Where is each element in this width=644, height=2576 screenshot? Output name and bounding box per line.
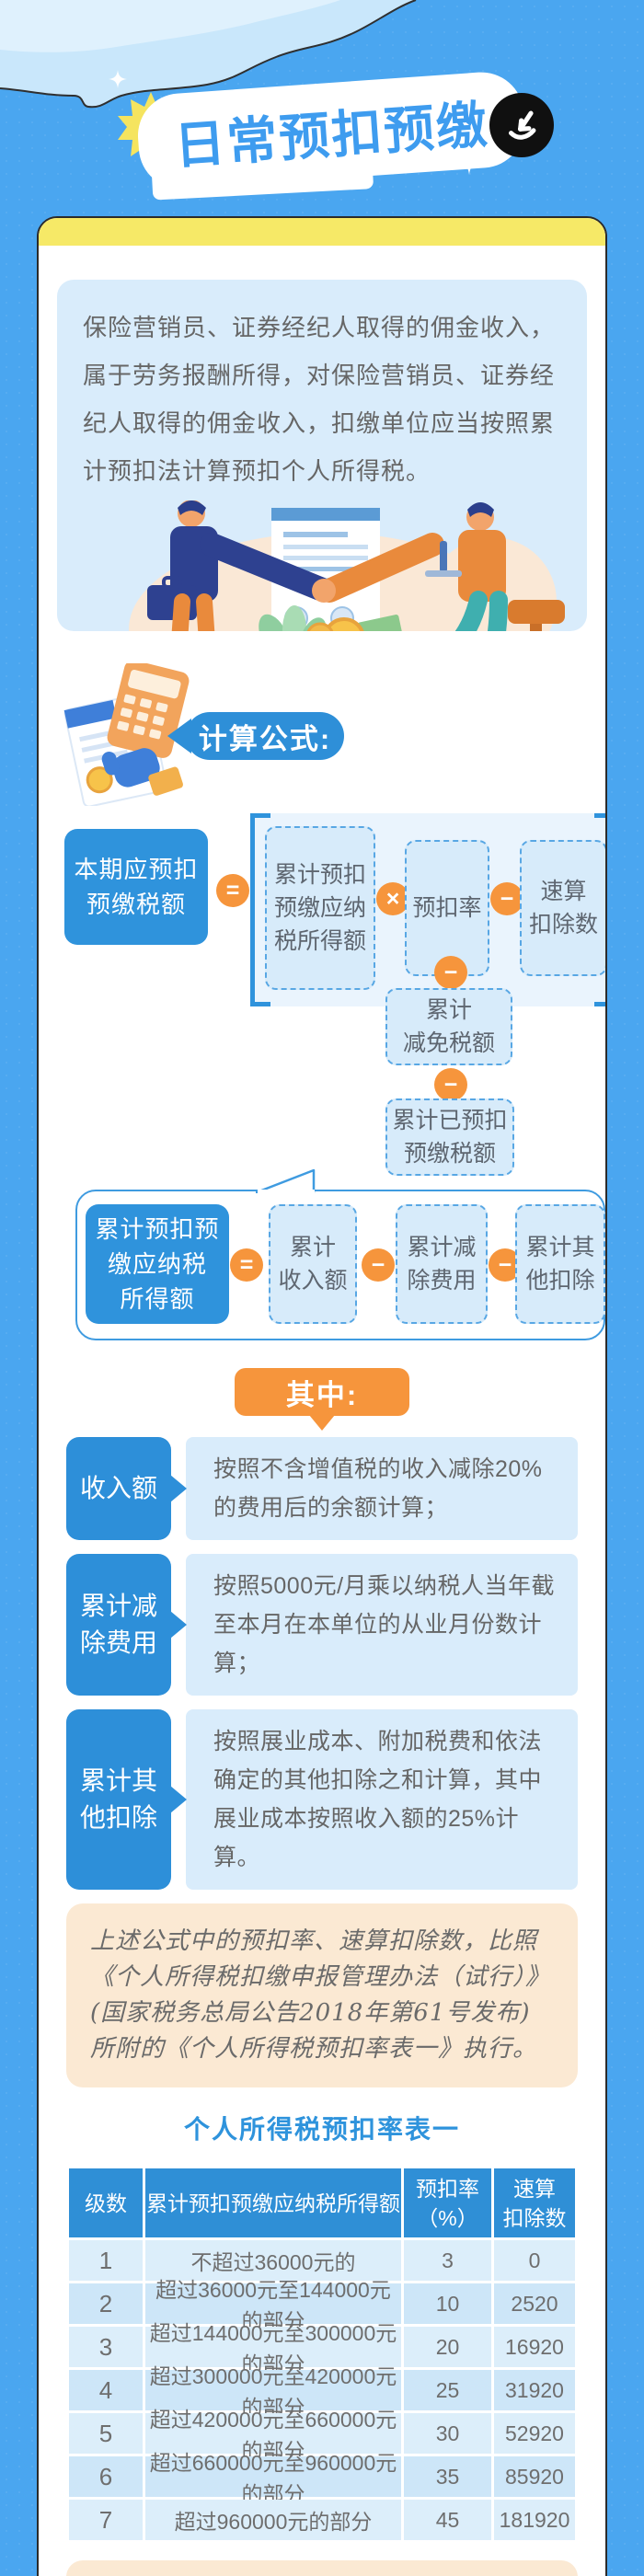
- table-cell-rate: 35: [404, 2456, 491, 2497]
- formula1-term-quick-deduction: 速算 扣除数: [520, 840, 605, 976]
- table-cell-rate: 25: [404, 2370, 491, 2410]
- equals-operator: =: [230, 1248, 263, 1282]
- content-card: 保险营销员、证券经纪人取得的佣金收入，属于劳务报酬所得，对保险营销员、证券经纪人…: [37, 216, 607, 2576]
- table-cell-income: 超过960000元的部分: [145, 2500, 401, 2540]
- table-cell-level: 4: [69, 2370, 143, 2410]
- table-cell-deduction: 52920: [494, 2413, 575, 2454]
- table-cell-income: 超过660000元至960000元的部分: [145, 2451, 401, 2506]
- formula-diagram: 本期应预扣 预缴税额 = 累计预扣 预缴应纳 税所得额 × 预扣率 − 速算 扣…: [57, 811, 605, 1340]
- minus-operator: −: [434, 956, 467, 989]
- arrow-badge: [489, 93, 554, 157]
- table-cell-income: 超过420000元至660000元的部分: [145, 2408, 401, 2463]
- times-operator: ×: [376, 882, 409, 915]
- table-header-level: 级数: [69, 2168, 143, 2237]
- table-cell-deduction: 85920: [494, 2456, 575, 2497]
- table-cell-income: 超过36000元至144000元的部分: [145, 2278, 401, 2333]
- definitions-list: 收入额 按照不含增值税的收入减除20%的费用后的余额计算； 累计减 除费用 按照…: [57, 1437, 587, 1890]
- formula1-term-already-withheld: 累计已预扣 预缴税额: [385, 1098, 514, 1176]
- formula-ribbon: 计算公式:: [167, 712, 344, 760]
- table-title: 个人所得税预扣率表一: [183, 2115, 460, 2144]
- definition-term: 累计其 他扣除: [66, 1709, 187, 1890]
- definition-row: 累计减 除费用 按照5000元/月乘以纳税人当年截至本月在本单位的从业月份数计算…: [66, 1554, 578, 1696]
- table-cell-level: 3: [69, 2327, 143, 2367]
- notice-box: 注意：保险营销员、证券经纪人取得的佣金收入，专项扣除和专项附加扣除在预扣预缴环节…: [66, 2560, 578, 2576]
- bracket-right: [594, 813, 605, 1006]
- table-cell-deduction: 31920: [494, 2370, 575, 2410]
- minus-operator: −: [434, 1068, 467, 1101]
- cloud-graphic: [0, 0, 417, 109]
- table-cell-level: 5: [69, 2413, 143, 2454]
- minus-operator: −: [362, 1248, 395, 1282]
- table-cell-level: 6: [69, 2456, 143, 2497]
- table-cell-income: 超过300000元至420000元的部分: [145, 2364, 401, 2420]
- table-cell-level: 2: [69, 2283, 143, 2324]
- formula2-result-box: 累计预扣预 缴应纳税 所得额: [86, 1204, 229, 1324]
- arrow-down-left-icon: [508, 110, 536, 140]
- formula2-term-income: 累计 收入额: [269, 1204, 357, 1324]
- definition-term: 累计减 除费用: [66, 1554, 187, 1696]
- intro-box: 保险营销员、证券经纪人取得的佣金收入，属于劳务报酬所得，对保险营销员、证券经纪人…: [57, 280, 587, 631]
- formula-section-header: 计算公式:: [57, 663, 587, 811]
- card-yellow-band: [39, 218, 605, 246]
- definition-row: 收入额 按照不含增值税的收入减除20%的费用后的余额计算；: [66, 1437, 578, 1540]
- table-cell-rate: 20: [404, 2327, 491, 2367]
- formula1-term-taxable-income: 累计预扣 预缴应纳 税所得额: [265, 826, 375, 990]
- formula1-term-tax-relief: 累计 减免税额: [385, 988, 512, 1065]
- formula-section-label: 计算公式:: [198, 722, 332, 755]
- table-cell-deduction: 2520: [494, 2283, 575, 2324]
- sparkle-icon: [456, 149, 482, 175]
- minus-operator: −: [490, 882, 523, 915]
- table-cell-rate: 10: [404, 2283, 491, 2324]
- equals-operator: =: [216, 874, 249, 907]
- bracket-left: [250, 813, 270, 1006]
- table-cell-deduction: 181920: [494, 2500, 575, 2540]
- table-cell-rate: 3: [404, 2240, 491, 2281]
- sparkle-icon: [109, 70, 127, 88]
- intro-text: 保险营销员、证券经纪人取得的佣金收入，属于劳务报酬所得，对保险营销员、证券经纪人…: [83, 314, 556, 485]
- definition-desc: 按照5000元/月乘以纳税人当年截至本月在本单位的从业月份数计算；: [186, 1554, 578, 1696]
- definition-term: 收入额: [66, 1437, 187, 1540]
- among-callout: 其中:: [235, 1368, 409, 1431]
- table-cell-level: 1: [69, 2240, 143, 2281]
- table-cell-level: 7: [69, 2500, 143, 2540]
- table-cell-income: 不超过36000元的: [145, 2240, 401, 2281]
- table-cell-rate: 30: [404, 2413, 491, 2454]
- bubble-notch: [256, 1168, 316, 1193]
- formula2-term-deducted-expenses: 累计减 除费用: [396, 1204, 488, 1324]
- table-header-deduction: 速算 扣除数: [494, 2168, 575, 2237]
- formula1-term-rate: 预扣率: [405, 840, 489, 976]
- definition-row: 累计其 他扣除 按照展业成本、附加税费和依法确定的其他扣除之和计算，其中展业成本…: [66, 1709, 578, 1890]
- handshake-illustration: [129, 500, 565, 631]
- definition-desc: 按照展业成本、附加税费和依法确定的其他扣除之和计算，其中展业成本按照收入额的25…: [186, 1709, 578, 1890]
- table-header-income: 累计预扣预缴应纳税所得额: [145, 2168, 401, 2237]
- note-box: 上述公式中的预扣率、速算扣除数，比照《个人所得税扣缴申报管理办法（试行）》(国家…: [66, 1903, 578, 2087]
- table-cell-income: 超过144000元至300000元的部分: [145, 2321, 401, 2376]
- table-cell-rate: 45: [404, 2500, 491, 2540]
- formula2-term-other-deductions: 累计其 他扣除: [515, 1204, 605, 1324]
- table-cell-deduction: 16920: [494, 2327, 575, 2367]
- tax-rate-table: 级数 累计预扣预缴应纳税所得额 预扣率 （%） 速算 扣除数 1 不超过3600…: [69, 2168, 575, 2540]
- table-cell-deduction: 0: [494, 2240, 575, 2281]
- among-label: 其中:: [285, 1378, 359, 1411]
- formula1-result-box: 本期应预扣 预缴税额: [64, 829, 208, 945]
- table-header-rate: 预扣率 （%）: [404, 2168, 491, 2237]
- definition-desc: 按照不含增值税的收入减除20%的费用后的余额计算；: [186, 1437, 578, 1540]
